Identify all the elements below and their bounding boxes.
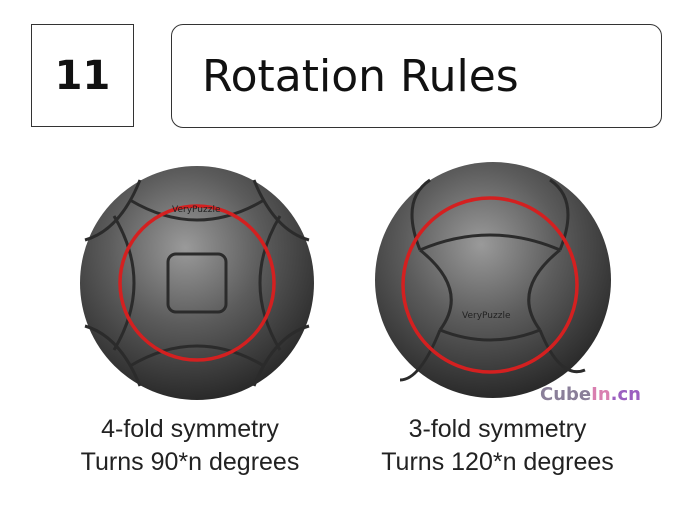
right-turn-rule: Turns 120*n degrees [381,448,614,476]
right-logo: VeryPuzzle [462,311,511,321]
watermark-part2: In [591,384,611,405]
step-number: 11 [31,24,134,127]
watermark-part3: .cn [610,384,641,405]
right-caption: 3-fold symmetry Turns 120*n degrees [350,413,645,479]
left-ball-4-fold: VeryPuzzle [80,166,314,400]
left-turn-rule: Turns 90*n degrees [80,448,300,476]
right-rotation-ring [401,196,579,374]
left-logo: VeryPuzzle [172,205,221,215]
left-symmetry-label: 4-fold symmetry [101,415,279,443]
left-caption: 4-fold symmetry Turns 90*n degrees [45,413,335,479]
left-rotation-ring [118,204,276,362]
watermark-part1: Cube [540,384,592,405]
watermark: CubeIn.cn [540,384,641,406]
right-symmetry-label: 3-fold symmetry [408,415,587,443]
page-title: Rotation Rules [171,24,662,128]
right-ball-3-fold: VeryPuzzle [375,162,611,398]
